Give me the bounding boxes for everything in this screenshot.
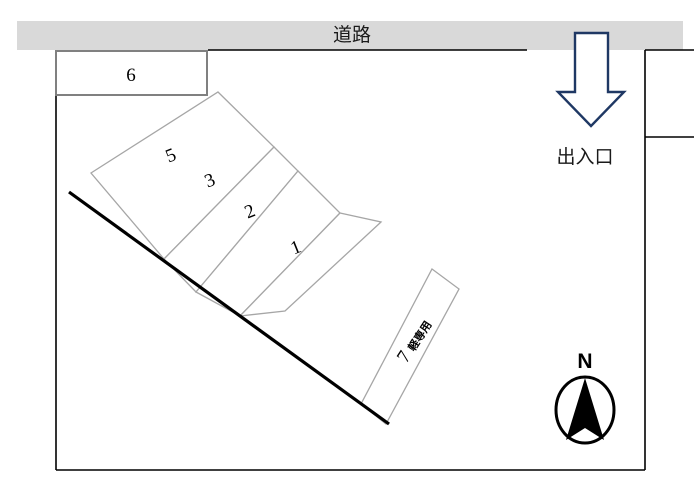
stall-6-outline — [55, 50, 208, 96]
stall-6-label: 6 — [126, 65, 136, 86]
stall-7-outline — [360, 268, 460, 425]
compass-needle-icon — [566, 378, 604, 440]
stall-7[interactable]: 7 軽専用 — [360, 268, 460, 425]
entrance-exit-arrow — [555, 31, 627, 128]
down-arrow-icon — [555, 31, 627, 128]
diagonal-boundary-line — [68, 190, 390, 426]
entrance-exit-label: 出入口 — [556, 146, 613, 168]
stall-6[interactable]: 6 — [55, 50, 208, 96]
compass-rose: N — [554, 350, 616, 445]
angled-stall-block: 5 3 2 1 — [90, 91, 383, 317]
road-banner — [17, 21, 683, 50]
compass-north-label: N — [577, 350, 592, 373]
road-banner-label: 道路 — [333, 24, 371, 46]
stall-1-outline — [238, 212, 383, 317]
